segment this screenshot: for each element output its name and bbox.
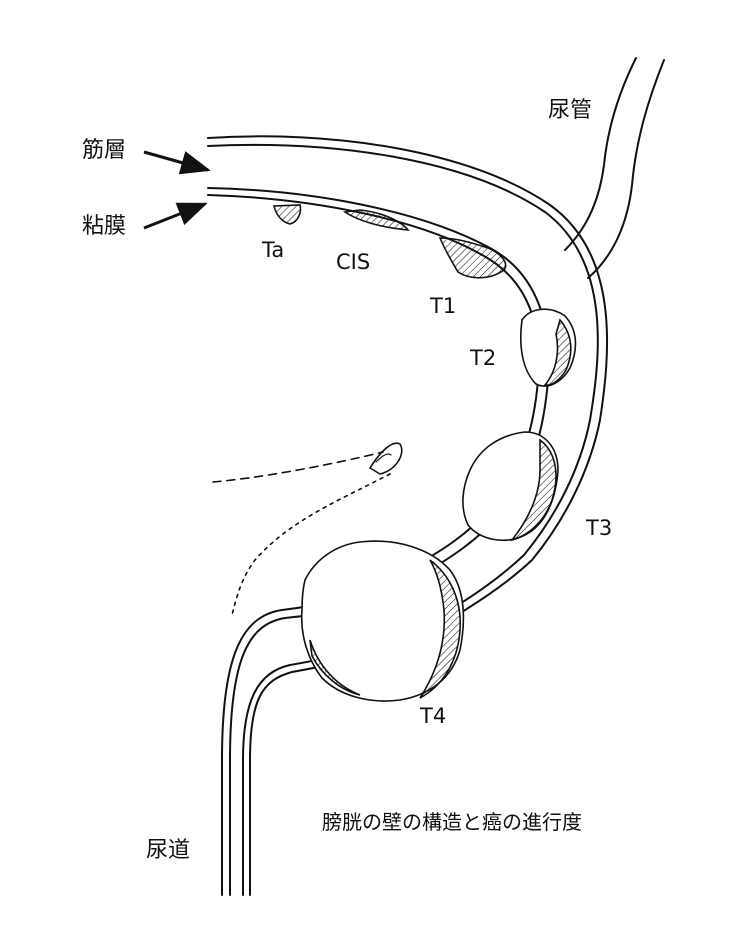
muscle-layer-arrow (143, 150, 211, 175)
stage-cis-label: CIS (336, 250, 371, 274)
urethra-label: 尿道 (146, 838, 191, 863)
tumor-t3 (462, 431, 559, 542)
tumor-t2 (519, 308, 577, 387)
mucosa-arrow (143, 202, 208, 230)
diagram-caption: 膀胱の壁の構造と癌の進行度 (322, 810, 582, 834)
mucosa-label: 粘膜 (82, 214, 127, 239)
stage-t2-label: T2 (470, 346, 497, 370)
tumor-ta (273, 204, 302, 225)
ureter-tube (564, 57, 665, 279)
stage-t3-label: T3 (586, 516, 613, 540)
ureteral-orifice (212, 442, 403, 616)
stage-t4-label: T4 (420, 704, 447, 728)
stage-ta-label: Ta (262, 238, 285, 262)
stage-t1-label: T1 (430, 294, 457, 318)
muscle-layer-label: 筋層 (82, 138, 127, 163)
tumor-t4 (300, 540, 465, 702)
tumor-t1 (438, 237, 507, 279)
tumor-cis (342, 209, 410, 231)
ureter-label: 尿管 (548, 98, 593, 123)
bladder-wall-muscle (207, 135, 609, 896)
